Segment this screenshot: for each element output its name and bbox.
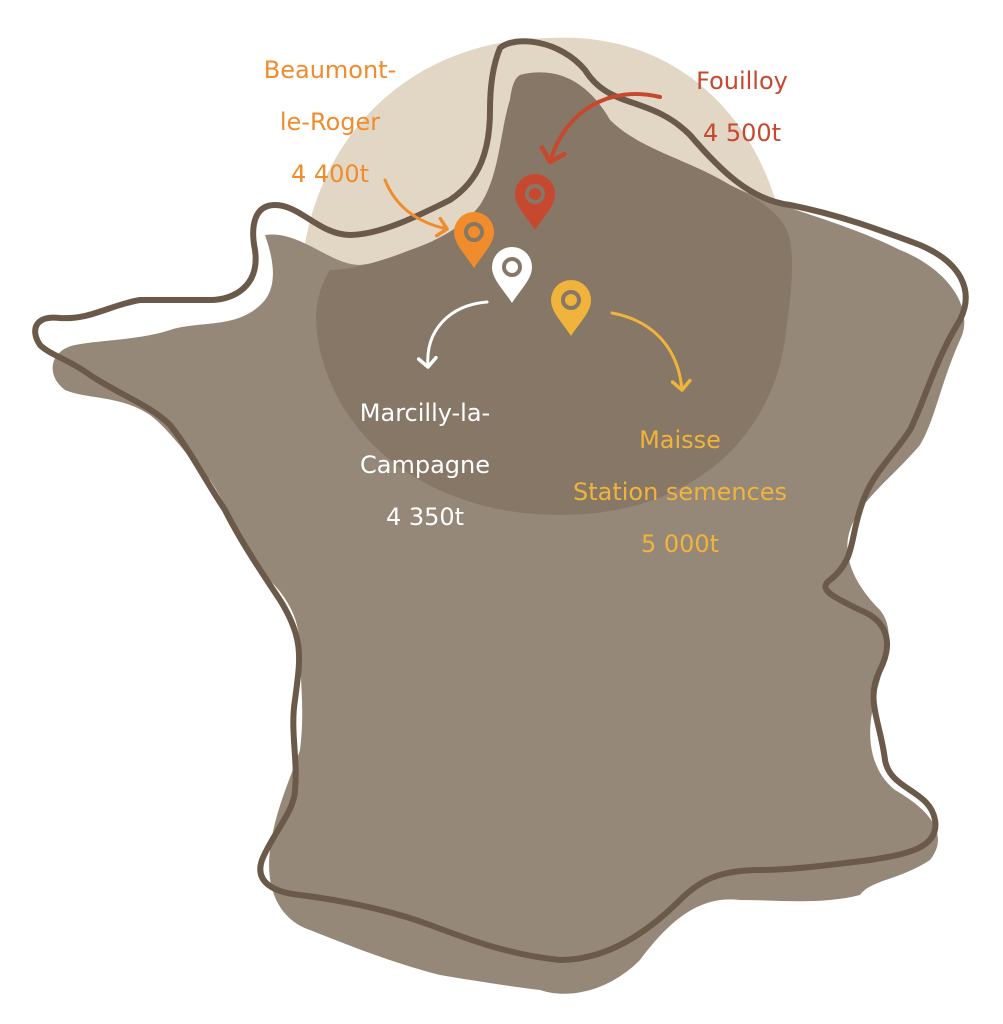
france-outline [32, 38, 969, 963]
site-name-line: Station semences [572, 478, 788, 506]
site-name-line: Campagne [360, 451, 490, 479]
site-name-line: Beaumont- [263, 56, 397, 84]
label-maisse: Maisse Station semences 5 000t [550, 414, 810, 570]
arrow-beaumont [383, 178, 449, 238]
label-fouilloy: Fouilloy 4 500t [652, 55, 832, 159]
arrow-maisse [610, 311, 692, 392]
label-marcilly: Marcilly-la- Campagne 4 350t [320, 387, 530, 543]
site-name-line: Marcilly-la- [359, 399, 491, 427]
pin-marcilly[interactable] [492, 247, 532, 303]
arrow-fouilloy [539, 92, 662, 165]
site-quantity: 5 000t [640, 530, 720, 558]
pin-maisse[interactable] [551, 280, 591, 336]
site-name-line: Fouilloy [696, 67, 788, 95]
site-quantity: 4 350t [385, 503, 465, 531]
site-quantity: 4 500t [702, 119, 782, 147]
site-name-line: le-Roger [279, 108, 381, 136]
pin-beaumont[interactable] [454, 212, 494, 268]
label-beaumont: Beaumont- le-Roger 4 400t [230, 44, 430, 200]
arrow-marcilly [416, 300, 489, 369]
site-name-line: Maisse [639, 426, 721, 454]
site-quantity: 4 400t [290, 160, 370, 188]
pin-fouilloy[interactable] [515, 174, 555, 230]
